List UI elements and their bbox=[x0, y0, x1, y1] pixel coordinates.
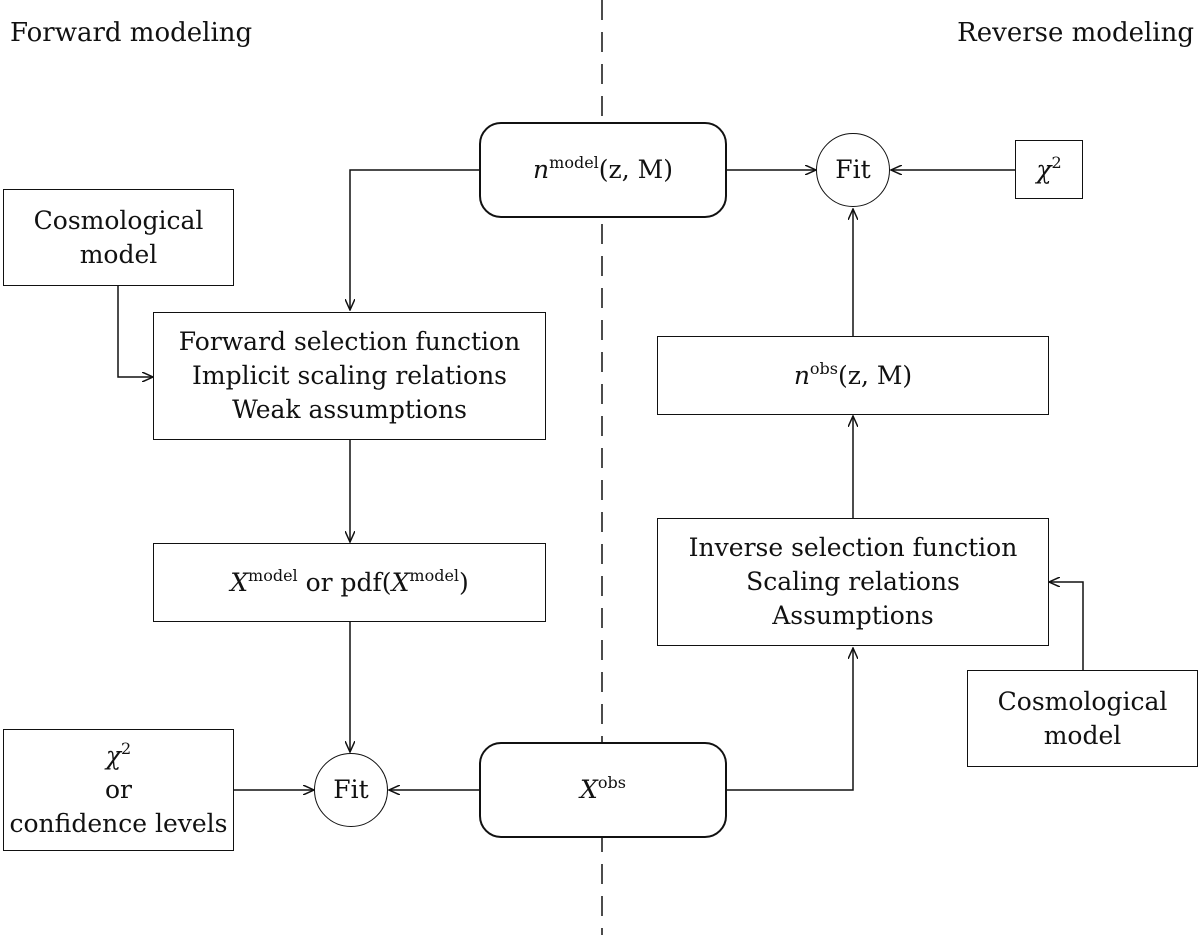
x-obs-node: Xobs bbox=[479, 742, 727, 838]
fit-node-left: Fit bbox=[314, 753, 388, 827]
n-model-node: nmodel(z, M) bbox=[479, 122, 727, 218]
arrow-nmodel-to-forward bbox=[350, 169, 480, 310]
forward-modeling-header: Forward modeling bbox=[10, 18, 253, 48]
arrow-cosmo-to-inverse bbox=[1049, 582, 1084, 670]
chi2-confidence-node: χ2 or confidence levels bbox=[3, 729, 234, 851]
arrow-cosmo-to-forward bbox=[117, 286, 153, 377]
n-obs-node: nobs(z, M) bbox=[657, 336, 1049, 415]
x-model-node: Xmodel or pdf(Xmodel) bbox=[153, 543, 546, 622]
chi2-node-right: χ2 bbox=[1015, 140, 1083, 199]
arrow-xobs-to-inverse bbox=[727, 648, 853, 791]
fit-node-right: Fit bbox=[816, 133, 890, 207]
reverse-modeling-header: Reverse modeling bbox=[957, 18, 1194, 48]
